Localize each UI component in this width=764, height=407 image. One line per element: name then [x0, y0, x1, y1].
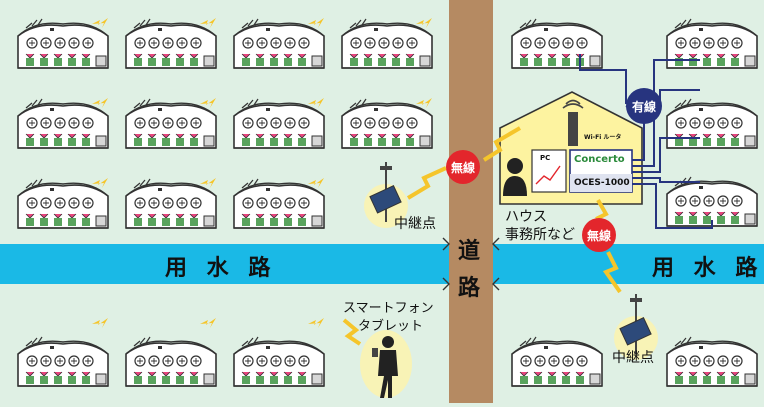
relay-label-1: 中継点 — [394, 216, 436, 232]
smartphone-label-line2: タブレット — [358, 319, 424, 334]
pc-label: PC — [540, 154, 551, 162]
wireless-badge-1: 無線 — [446, 150, 480, 184]
road-bridge-mark — [492, 277, 500, 291]
house-label-line2: 事務所など — [505, 227, 575, 243]
wired-cable — [632, 183, 713, 229]
wired-cable — [632, 137, 700, 173]
smartphone-person-head-icon — [382, 336, 394, 348]
smartphone-icon — [372, 348, 378, 357]
smartphone-person-body-icon — [378, 350, 398, 398]
wired-badge: 有線 — [626, 88, 662, 124]
relay-label-2: 中継点 — [612, 350, 654, 366]
wireless-signal-1 — [406, 166, 447, 200]
wifi-router-icon — [568, 112, 578, 146]
relay-station-2-antenna-icon — [630, 298, 642, 302]
person-head-icon — [507, 158, 523, 174]
wired-cable — [632, 177, 700, 183]
road-bridge-mark — [442, 237, 450, 251]
relay-station-1-solar-panel-icon — [369, 185, 402, 214]
router-label: Wi-Fi ルータ — [584, 134, 622, 141]
device-brand: Concerto — [574, 154, 625, 165]
wireless-signal-5 — [342, 318, 362, 346]
wifi-icon — [562, 99, 584, 109]
canal — [0, 244, 764, 284]
relay-station-1-antenna-icon — [380, 166, 392, 170]
controller-panel — [570, 174, 632, 192]
house-label-line1: ハウス — [505, 209, 547, 225]
pc-icon — [531, 149, 567, 193]
relay-station-2-solar-panel-icon — [619, 317, 652, 346]
canal-label-right: 用 水 路 — [652, 256, 764, 281]
road-bridge-mark — [442, 277, 450, 291]
wired-cable — [579, 54, 627, 104]
wireless-badge-2: 無線 — [582, 218, 616, 252]
canal-label-left: 用 水 路 — [165, 256, 277, 281]
road-char-2: 路 — [458, 276, 481, 301]
pc-chart-icon — [535, 165, 561, 185]
smartphone-label-line1: スマートフォン — [343, 301, 434, 316]
road-bridge-mark — [492, 237, 500, 251]
road — [449, 0, 493, 403]
device-model: OCES-1000 — [574, 178, 630, 188]
road-char-1: 道 — [458, 239, 481, 264]
wireless-signal-2 — [482, 126, 522, 162]
person-body-icon — [503, 176, 527, 196]
wireless-signal-4 — [602, 251, 622, 294]
